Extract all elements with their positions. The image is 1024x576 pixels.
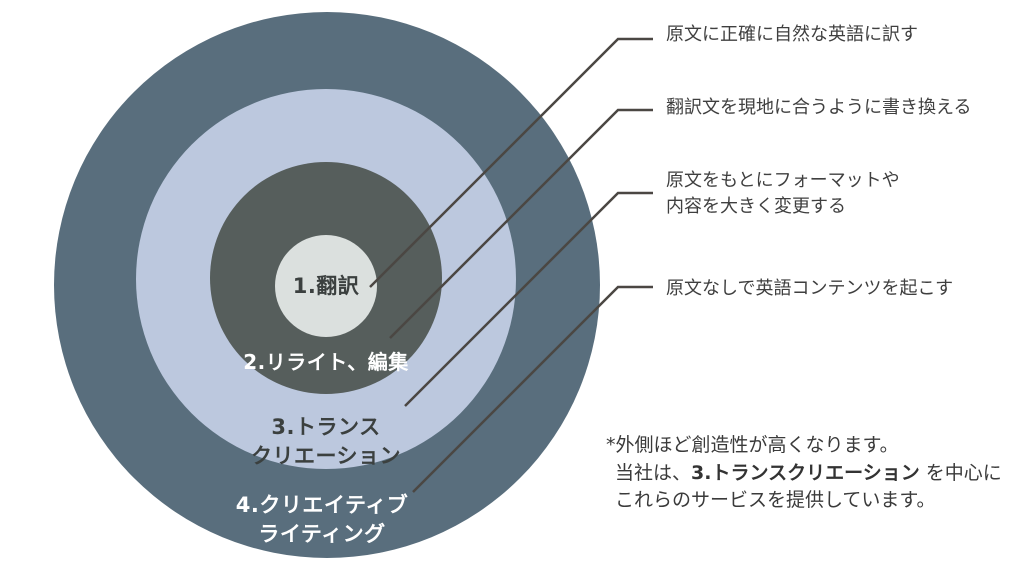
ring-4-label: 4.クリエイティブ ライティング (212, 491, 432, 549)
ring-1-translation-circle (275, 235, 377, 337)
annotation-transcreation-line-2: 内容を大きく変更する (666, 196, 846, 217)
annotation-rewrite-edit: 翻訳文を現地に合うように書き換える (666, 97, 972, 118)
ring-3-label-line-1: 3.トランス (271, 415, 381, 439)
ring-4-label-line-1: 4.クリエイティブ (235, 493, 409, 517)
leader-line-4 (412, 285, 653, 493)
annotation-transcreation: 原文をもとにフォーマットや 内容を大きく変更する (666, 168, 900, 220)
footnote-line-2-prefix: 当社は、 (615, 461, 692, 484)
footnote: *外側ほど創造性が高くなります。 当社は、3.トランスクリエーション を中心に … (606, 432, 1002, 515)
ring-1-label: 1.翻訳 (275, 235, 377, 337)
leader-line-2 (389, 108, 653, 339)
leader-line-3 (404, 191, 653, 407)
annotation-translation: 原文に正確に自然な英語に訳す (666, 24, 918, 45)
ring-4-label-line-2: ライティング (258, 522, 386, 546)
ring-1-label-text: 1.翻訳 (292, 273, 360, 298)
footnote-line-2-suffix: を中心に (919, 461, 1002, 484)
annotation-creative-writing: 原文なしで英語コンテンツを起こす (666, 278, 954, 299)
footnote-line-3: これらのサービスを提供しています。 (615, 489, 936, 511)
ring-3-label-line-2: クリエーション (250, 444, 402, 468)
footnote-line-2: 当社は、3.トランスクリエーション を中心に (606, 460, 1002, 488)
footnote-line-1: *外側ほど創造性が高くなります。 (606, 434, 899, 456)
ring-2-label: 2.リライト、編集 (216, 348, 436, 377)
footnote-line-2-bold: 3.トランスクリエーション (691, 461, 920, 484)
leader-line-1 (369, 37, 653, 288)
annotation-transcreation-line-1: 原文をもとにフォーマットや (666, 170, 900, 191)
ring-2-label-text: 2.リライト、編集 (243, 350, 409, 374)
ring-3-label: 3.トランス クリエーション (216, 413, 436, 471)
